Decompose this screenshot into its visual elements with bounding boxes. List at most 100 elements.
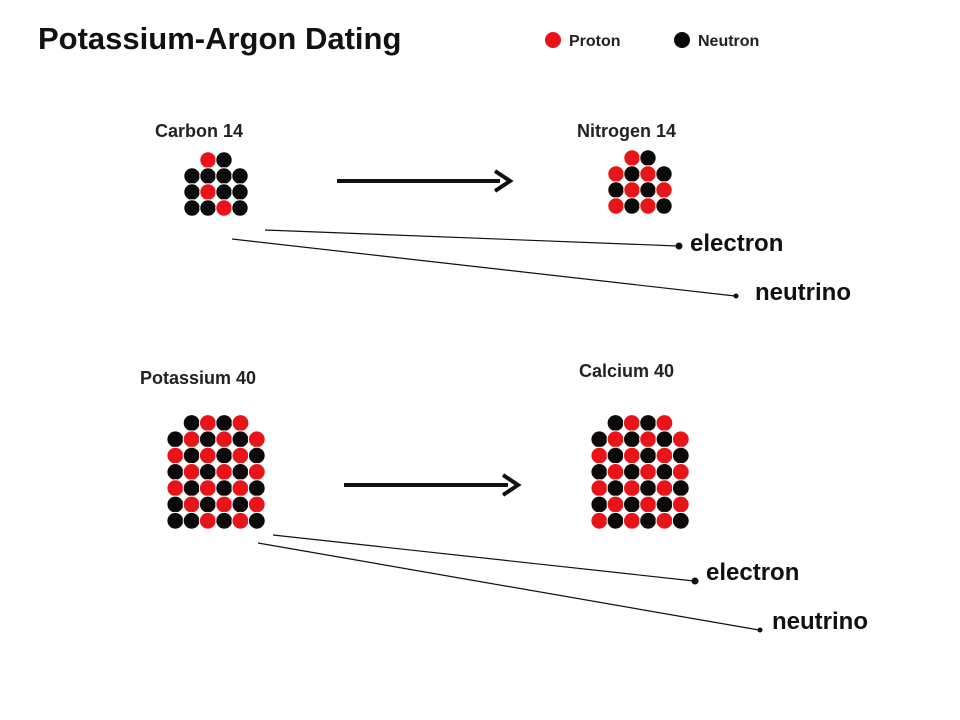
proton <box>247 463 266 481</box>
neutron <box>606 446 625 465</box>
neutron <box>166 430 185 449</box>
proton <box>639 197 657 215</box>
proton <box>166 446 185 465</box>
proton <box>623 511 641 530</box>
proton <box>639 463 657 481</box>
neutron <box>639 511 657 530</box>
decay-arrow-icon <box>337 169 514 193</box>
neutron <box>198 463 217 481</box>
proton <box>639 165 657 183</box>
legend: Proton Neutron <box>545 32 759 50</box>
proton <box>166 479 185 498</box>
proton <box>231 511 250 530</box>
proton <box>590 511 609 530</box>
proton <box>590 446 609 465</box>
reaction-carbon-to-nitrogen: Carbon 14 Nitrogen 14 electron neutrino <box>155 121 851 306</box>
neutron <box>623 430 641 449</box>
proton <box>623 446 641 465</box>
electron-dot-icon <box>691 577 699 585</box>
carbon-14-nucleus <box>183 151 249 217</box>
neutrino-dot-icon <box>757 627 763 633</box>
proton <box>639 430 657 449</box>
electron-label: electron <box>690 230 783 257</box>
neutron <box>590 495 609 514</box>
proton <box>199 151 217 169</box>
proton <box>655 181 673 199</box>
neutron <box>590 463 609 481</box>
legend-proton-swatch <box>545 32 561 48</box>
neutron <box>623 197 641 215</box>
proton <box>182 430 201 449</box>
proton <box>623 479 641 498</box>
neutron <box>182 479 201 498</box>
legend-neutron-label: Neutron <box>698 33 759 50</box>
neutron <box>231 183 249 201</box>
neutron <box>623 495 641 514</box>
neutron <box>247 446 266 465</box>
carbon-14-label: Carbon 14 <box>155 121 243 141</box>
neutron <box>231 495 250 514</box>
proton <box>215 495 234 514</box>
potassium-40-nucleus <box>166 414 266 530</box>
neutron <box>182 446 201 465</box>
neutron <box>231 463 250 481</box>
neutron <box>639 446 657 465</box>
proton <box>247 430 266 449</box>
proton <box>655 511 674 530</box>
proton <box>622 414 641 432</box>
proton <box>199 414 217 432</box>
neutron <box>607 181 625 199</box>
neutrino-dot-icon <box>733 293 739 299</box>
neutron <box>231 199 249 217</box>
neutron <box>623 463 641 481</box>
calcium-40-nucleus <box>590 414 690 530</box>
neutron <box>655 165 673 183</box>
neutron <box>199 199 217 217</box>
proton <box>606 463 625 481</box>
proton <box>247 495 266 514</box>
neutron <box>198 430 217 449</box>
neutron <box>215 183 233 201</box>
page-title: Potassium-Argon Dating <box>38 21 401 56</box>
neutron <box>215 151 233 169</box>
proton <box>671 430 690 449</box>
proton <box>198 479 217 498</box>
neutron <box>183 183 201 201</box>
proton <box>215 463 234 481</box>
neutrino-label: neutrino <box>755 279 851 306</box>
proton <box>655 479 674 498</box>
proton <box>231 414 250 432</box>
neutron <box>639 181 657 199</box>
neutron <box>671 511 690 530</box>
neutron <box>215 446 234 465</box>
neutron <box>639 479 657 498</box>
neutrino-track <box>231 238 736 297</box>
neutron <box>215 414 234 432</box>
neutron <box>198 495 217 514</box>
neutron <box>655 197 673 215</box>
proton <box>671 463 690 481</box>
neutrino-track <box>257 542 760 631</box>
proton <box>231 446 250 465</box>
proton <box>199 183 217 201</box>
neutron <box>606 414 625 432</box>
neutron <box>639 149 657 167</box>
potassium-40-label: Potassium 40 <box>140 368 256 388</box>
neutron <box>655 430 674 449</box>
proton <box>655 414 674 432</box>
neutron <box>606 511 625 530</box>
neutron <box>199 167 217 185</box>
proton <box>655 446 674 465</box>
neutron <box>671 479 690 498</box>
proton <box>231 479 250 498</box>
neutron <box>182 511 201 530</box>
electron-dot-icon <box>675 242 683 250</box>
neutron <box>606 479 625 498</box>
neutron <box>231 430 250 449</box>
proton <box>198 446 217 465</box>
legend-neutron-swatch <box>674 32 690 48</box>
neutron <box>183 199 201 217</box>
neutron <box>655 463 674 481</box>
neutron <box>231 167 249 185</box>
